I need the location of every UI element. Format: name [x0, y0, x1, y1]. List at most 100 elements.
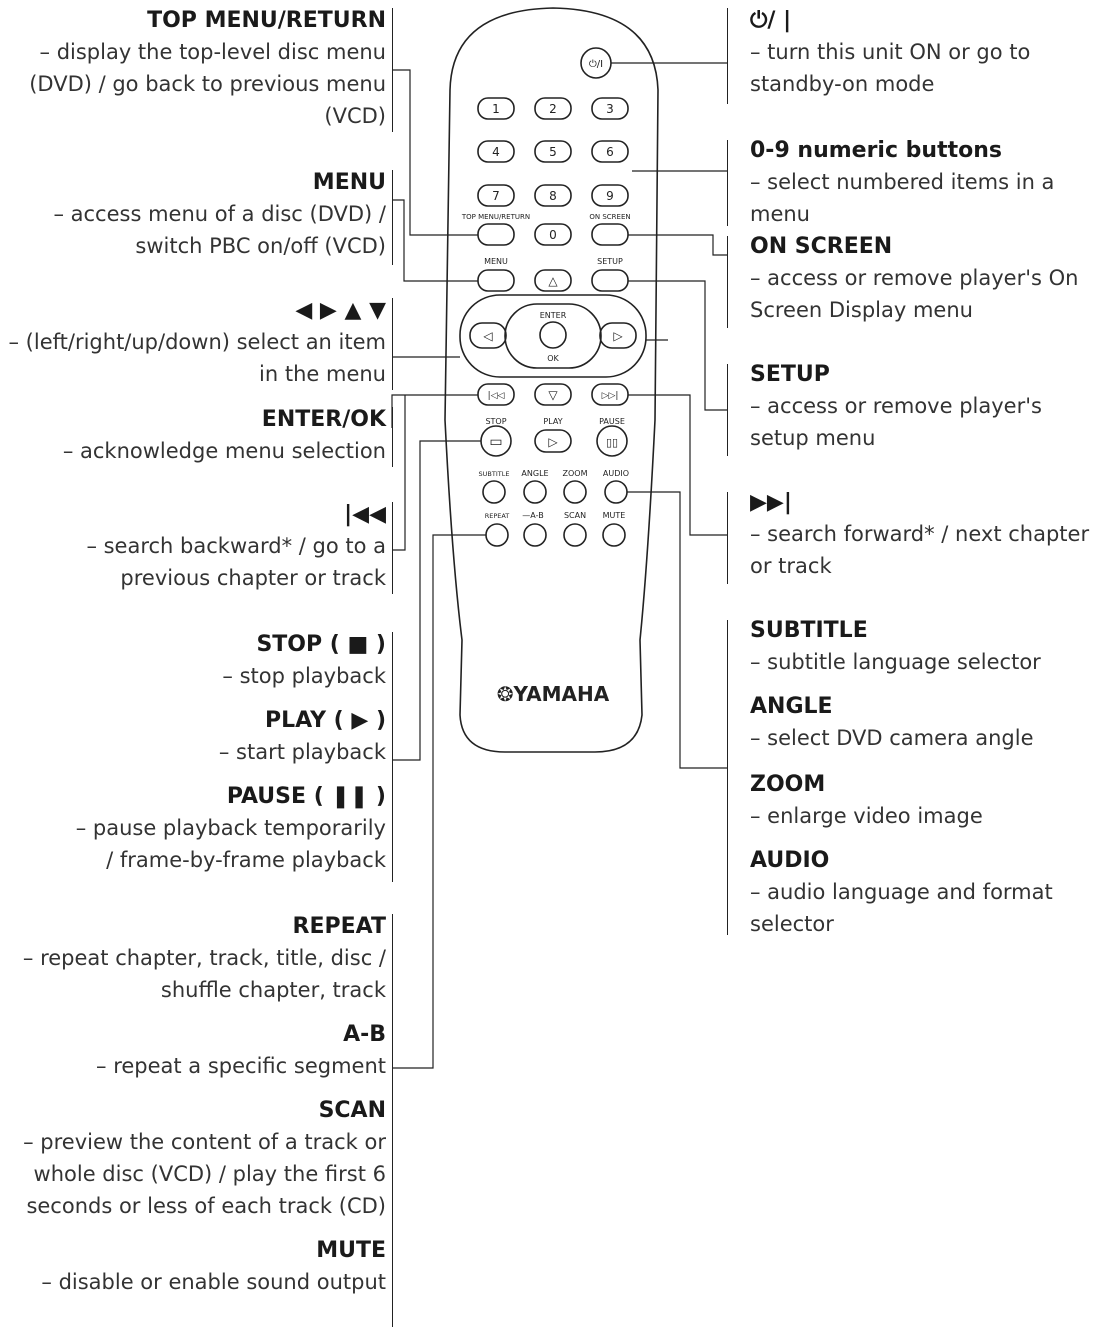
- digit-key[interactable]: 5: [534, 140, 572, 163]
- svg-text:▷▷|: ▷▷|: [602, 391, 619, 401]
- label-repeat: REPEAT – repeat chapter, track, title, d…: [0, 912, 386, 1006]
- leader-lines-left: [391, 69, 486, 1069]
- svg-text:⏻/I: ⏻/I: [589, 59, 603, 70]
- label-desc: – start playback: [218, 740, 386, 764]
- label-title: PLAY ( ▶ ): [265, 708, 386, 733]
- bracket-line: [392, 407, 393, 467]
- top-menu-return-key[interactable]: [477, 223, 515, 246]
- power-key[interactable]: ⏻/I: [580, 47, 612, 79]
- previous-key[interactable]: |◁◁: [477, 383, 515, 406]
- label-desc: – access or remove player's setup menu: [750, 394, 1042, 450]
- label-zoom: ZOOM – enlarge video image: [750, 770, 1090, 832]
- label-desc: – pause playback temporarily / frame-by-…: [75, 816, 386, 872]
- angle-key[interactable]: [523, 480, 547, 504]
- digit-key[interactable]: 6: [591, 140, 629, 163]
- on-screen-caption: ON SCREEN: [589, 213, 630, 221]
- label-desc: – access menu of a disc (DVD) / switch P…: [53, 202, 386, 258]
- pause-key[interactable]: ▯▯: [596, 425, 628, 457]
- svg-text:3: 3: [606, 102, 614, 116]
- svg-text:9: 9: [606, 189, 614, 203]
- svg-text:1: 1: [492, 102, 500, 116]
- svg-text:▭: ▭: [489, 434, 502, 450]
- label-title: MUTE: [316, 1238, 386, 1263]
- bracket-line: [727, 492, 728, 584]
- label-desc: – enlarge video image: [750, 804, 983, 828]
- digit-key[interactable]: 3: [591, 97, 629, 120]
- svg-text:|◁◁: |◁◁: [488, 391, 505, 401]
- left-key[interactable]: ◁: [469, 322, 507, 349]
- repeat-key[interactable]: [485, 523, 509, 547]
- repeat-caption: REPEAT: [485, 512, 510, 520]
- label-title: AUDIO: [750, 848, 830, 873]
- ok-caption: OK: [547, 354, 559, 363]
- label-title: A-B: [343, 1022, 386, 1047]
- setup-caption: SETUP: [597, 257, 623, 266]
- label-title: SETUP: [750, 362, 830, 387]
- up-key[interactable]: △: [534, 269, 572, 292]
- bracket-line: [392, 502, 393, 594]
- bracket-line: [392, 632, 393, 882]
- right-key[interactable]: ▷: [599, 322, 637, 349]
- bracket-line: [727, 364, 728, 456]
- subtitle-key[interactable]: [482, 480, 506, 504]
- label-desc: – repeat a specific segment: [96, 1054, 386, 1078]
- digit-key[interactable]: 1: [477, 97, 515, 120]
- label-title: STOP ( ■ ): [256, 632, 386, 657]
- a-b-caption: —A-B: [522, 511, 543, 520]
- label-title: REPEAT: [292, 914, 386, 939]
- mute-key[interactable]: [602, 523, 626, 547]
- label-audio: AUDIO – audio language and format select…: [750, 846, 1060, 940]
- label-desc: – subtitle language selector: [750, 650, 1041, 674]
- digit-key[interactable]: 7: [477, 184, 515, 207]
- setup-key[interactable]: [591, 269, 629, 292]
- label-desc: – search forward* / next chapter or trac…: [750, 522, 1090, 578]
- subtitle-caption: SUBTITLE: [479, 470, 510, 478]
- enter-caption: ENTER: [540, 311, 567, 320]
- digit-key[interactable]: 9: [591, 184, 629, 207]
- play-caption: PLAY: [543, 417, 562, 426]
- play-key[interactable]: ▷: [534, 429, 572, 453]
- label-title: ⏻/ |: [750, 8, 792, 33]
- next-key[interactable]: ▷▷|: [591, 383, 629, 406]
- digit-key[interactable]: 2: [534, 97, 572, 120]
- top-menu-return-caption: TOP MENU/RETURN: [461, 213, 530, 221]
- label-arrows: ◀ ▶ ▲ ▼ – (left/right/up/down) select an…: [0, 296, 387, 390]
- enter-ok-key[interactable]: [539, 321, 567, 349]
- label-title: TOP MENU/RETURN: [147, 8, 386, 33]
- scan-caption: SCAN: [564, 511, 586, 520]
- label-a-b: A-B – repeat a specific segment: [6, 1020, 386, 1082]
- a-b-key[interactable]: [523, 523, 547, 547]
- svg-text:◁: ◁: [482, 329, 492, 343]
- menu-key[interactable]: [477, 269, 515, 292]
- bracket-line: [727, 236, 728, 328]
- label-title: |◀◀: [344, 502, 386, 527]
- audio-key[interactable]: [604, 480, 628, 504]
- bracket-line: [392, 914, 393, 1327]
- label-title: SUBTITLE: [750, 618, 868, 643]
- label-scan: SCAN – preview the content of a track or…: [0, 1096, 386, 1222]
- on-screen-key[interactable]: [591, 223, 629, 246]
- label-subtitle: SUBTITLE – subtitle language selector: [750, 616, 1090, 678]
- navigation-ring: [459, 294, 647, 378]
- label-next: ▶▶| – search forward* / next chapter or …: [750, 488, 1105, 582]
- digit-key[interactable]: 0: [534, 223, 572, 246]
- label-desc: – preview the content of a track or whol…: [23, 1130, 386, 1218]
- svg-text:2: 2: [549, 102, 557, 116]
- bracket-line: [727, 140, 728, 226]
- label-menu: MENU – access menu of a disc (DVD) / swi…: [6, 168, 386, 262]
- label-title: ENTER/OK: [261, 407, 386, 432]
- label-desc: – select DVD camera angle: [750, 726, 1034, 750]
- down-key[interactable]: ▽: [534, 383, 572, 406]
- menu-caption: MENU: [484, 257, 508, 266]
- zoom-key[interactable]: [563, 480, 587, 504]
- digit-key[interactable]: 4: [477, 140, 515, 163]
- stop-key[interactable]: ▭: [480, 425, 512, 457]
- svg-text:0: 0: [549, 228, 557, 242]
- zoom-caption: ZOOM: [563, 469, 588, 478]
- label-numeric: 0-9 numeric buttons – select numbered it…: [750, 136, 1110, 230]
- svg-text:▯▯: ▯▯: [606, 436, 618, 449]
- leader-lines-right: [611, 62, 727, 769]
- digit-key[interactable]: 8: [534, 184, 572, 207]
- scan-key[interactable]: [563, 523, 587, 547]
- bracket-line: [727, 8, 728, 104]
